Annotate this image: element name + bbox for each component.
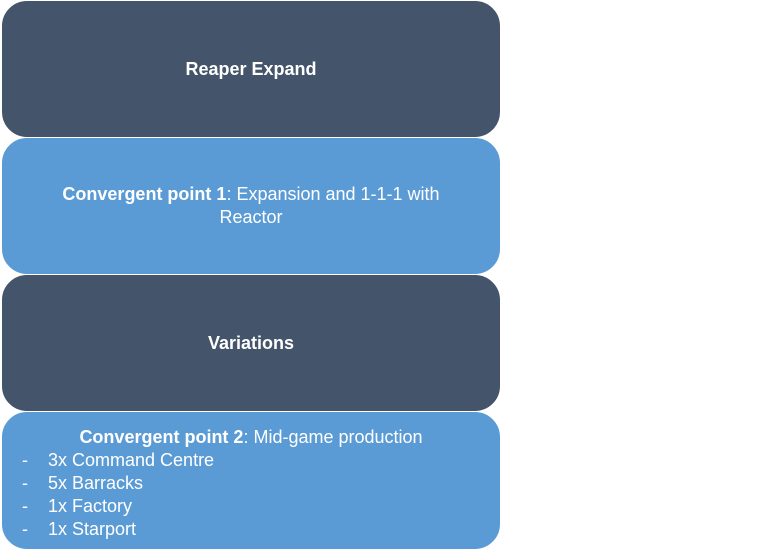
list-item-label: 3x Command Centre bbox=[48, 450, 215, 470]
list-item: -5x Barracks bbox=[2, 472, 500, 495]
reaper-expand-box: Reaper Expand bbox=[1, 0, 501, 138]
convergent-point-1-text: Convergent point 1: Expansion and 1-1-1 … bbox=[41, 183, 461, 229]
bullet-dash: - bbox=[22, 496, 28, 516]
list-item-label: 5x Barracks bbox=[48, 473, 144, 493]
convergent-point-2-text: Convergent point 2: Mid-game production bbox=[2, 426, 500, 449]
convergent-point-2-content: Convergent point 2: Mid-game production … bbox=[2, 412, 500, 541]
reaper-expand-label: Reaper Expand bbox=[185, 58, 317, 79]
list-item-label: 1x Starport bbox=[48, 519, 137, 539]
list-item: -1x Factory bbox=[2, 495, 500, 518]
bullet-dash: - bbox=[22, 473, 28, 493]
variations-box: Variations bbox=[1, 274, 501, 412]
convergent-point-1-title: Convergent point 1 bbox=[62, 184, 227, 204]
convergent-point-1-box: Convergent point 1: Expansion and 1-1-1 … bbox=[1, 137, 501, 275]
convergent-point-2-box: Convergent point 2: Mid-game production … bbox=[1, 411, 501, 550]
convergent-point-1-description: : Expansion and 1-1-1 with Reactor bbox=[219, 184, 440, 227]
production-list: -3x Command Centre -5x Barracks -1x Fact… bbox=[2, 449, 500, 541]
convergent-point-2-description: : Mid-game production bbox=[243, 427, 423, 447]
list-item-label: 1x Factory bbox=[48, 496, 133, 516]
convergent-point-2-title: Convergent point 2 bbox=[79, 427, 244, 447]
bullet-dash: - bbox=[22, 450, 28, 470]
variations-label: Variations bbox=[207, 332, 295, 353]
bullet-dash: - bbox=[22, 519, 28, 539]
list-item: -3x Command Centre bbox=[2, 449, 500, 472]
list-item: -1x Starport bbox=[2, 518, 500, 541]
